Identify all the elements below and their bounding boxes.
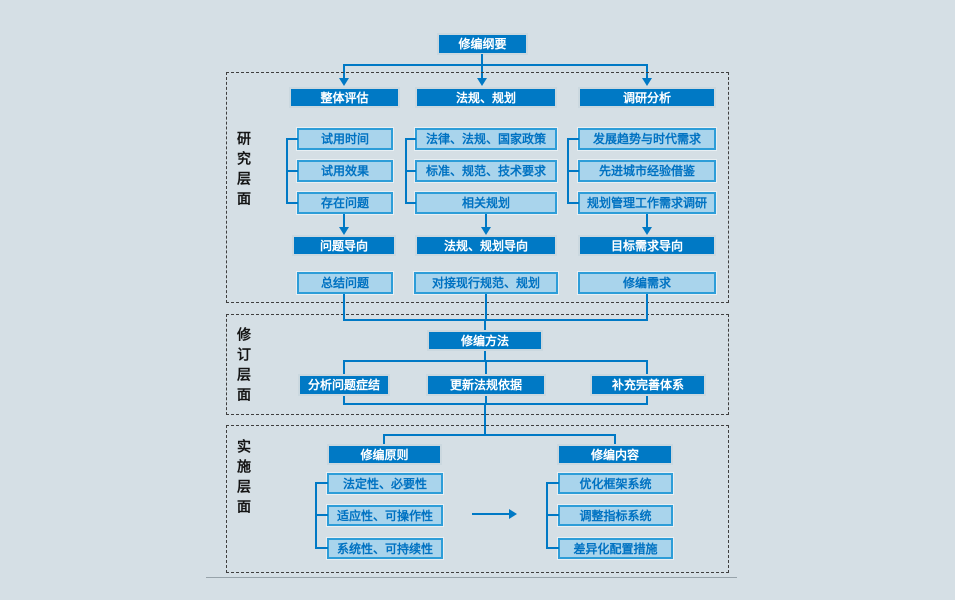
bracket-line	[546, 482, 559, 484]
node-update-regulation-basis: 更新法规依据	[426, 374, 546, 396]
node-advanced-city-experience: 先进城市经验借鉴	[578, 160, 716, 182]
node-development-trends: 发展趋势与时代需求	[578, 128, 716, 150]
connector-line	[485, 214, 487, 228]
connector-line	[472, 513, 510, 515]
connector-line	[343, 64, 648, 66]
node-supplement-system: 补充完善体系	[590, 374, 706, 396]
connector-line	[484, 351, 486, 362]
connector-line	[485, 360, 487, 374]
connector-line	[485, 294, 487, 321]
arrow-down-icon	[642, 78, 652, 86]
arrow-down-icon	[481, 227, 491, 235]
bottom-divider-line	[206, 577, 737, 578]
connector-line	[343, 294, 345, 321]
node-problem-oriented: 问题导向	[292, 235, 396, 256]
node-trial-time: 试用时间	[297, 128, 393, 150]
connector-line	[614, 434, 616, 444]
node-existing-problems: 存在问题	[297, 192, 393, 214]
arrow-right-icon	[509, 509, 517, 519]
arrow-down-icon	[339, 78, 349, 86]
connector-line	[343, 403, 648, 405]
connector-line	[343, 319, 648, 321]
node-related-planning: 相关规划	[415, 192, 557, 214]
node-trial-effect: 试用效果	[297, 160, 393, 182]
connector-line	[383, 434, 385, 444]
bracket-line	[567, 170, 579, 172]
node-planning-management-research: 规划管理工作需求调研	[578, 192, 716, 214]
bracket-line	[315, 547, 328, 549]
bracket-line	[405, 138, 416, 140]
connector-line	[343, 360, 648, 362]
node-summarize-problems: 总结问题	[297, 272, 393, 294]
bracket-line	[567, 202, 579, 204]
connector-line	[484, 403, 486, 436]
node-legality-necessity: 法定性、必要性	[327, 473, 443, 494]
header-regulations-planning: 法规、规划	[415, 87, 557, 108]
bracket-line	[286, 202, 298, 204]
root-node: 修编纲要	[437, 33, 528, 55]
node-goal-demand-oriented: 目标需求导向	[578, 235, 716, 256]
node-revision-content: 修编内容	[557, 444, 673, 465]
node-regulation-planning-oriented: 法规、规划导向	[415, 235, 557, 256]
connector-line	[646, 360, 648, 374]
connector-line	[646, 294, 648, 321]
arrow-down-icon	[339, 227, 349, 235]
node-align-current-norms: 对接现行规范、规划	[414, 272, 558, 294]
bracket-line	[315, 482, 328, 484]
connector-line	[481, 64, 483, 79]
node-revision-demand: 修编需求	[578, 272, 716, 294]
node-differentiated-measures: 差异化配置措施	[558, 538, 673, 559]
node-adjust-indicators: 调整指标系统	[558, 505, 673, 526]
revision-section-frame	[226, 314, 729, 415]
bracket-line	[405, 202, 416, 204]
node-revision-method: 修编方法	[427, 330, 543, 351]
bracket-line	[567, 138, 579, 140]
connector-line	[646, 64, 648, 79]
bracket-line	[546, 547, 559, 549]
research-section-label: 研究层面	[235, 131, 251, 211]
node-laws-regulations-policies: 法律、法规、国家政策	[415, 128, 557, 150]
node-optimize-framework: 优化框架系统	[558, 473, 673, 494]
connector-line	[481, 54, 483, 65]
arrow-down-icon	[642, 227, 652, 235]
header-research-analysis: 调研分析	[578, 87, 716, 108]
arrow-down-icon	[477, 78, 487, 86]
implementation-section-label: 实施层面	[235, 439, 251, 519]
connector-line	[484, 319, 486, 331]
connector-line	[343, 214, 345, 228]
connector-line	[343, 64, 345, 79]
implementation-section-frame	[226, 425, 729, 573]
revision-section-label: 修订层面	[235, 327, 251, 407]
bracket-line	[286, 170, 298, 172]
node-adaptability-operability: 适应性、可操作性	[327, 505, 443, 526]
research-section-frame	[226, 72, 729, 303]
bracket-line	[286, 138, 298, 140]
connector-line	[646, 214, 648, 228]
connector-line	[646, 396, 648, 405]
node-standards-norms-requirements: 标准、规范、技术要求	[415, 160, 557, 182]
connector-line	[343, 360, 345, 374]
bracket-line	[546, 514, 559, 516]
node-systematic-sustainability: 系统性、可持续性	[327, 538, 443, 559]
node-analyze-problem-crux: 分析问题症结	[298, 374, 390, 396]
connector-line	[485, 396, 487, 405]
node-revision-principles: 修编原则	[327, 444, 442, 465]
header-overall-evaluation: 整体评估	[289, 87, 400, 108]
bracket-line	[405, 170, 416, 172]
bracket-line	[315, 514, 328, 516]
connector-line	[383, 434, 616, 436]
connector-line	[343, 396, 345, 405]
